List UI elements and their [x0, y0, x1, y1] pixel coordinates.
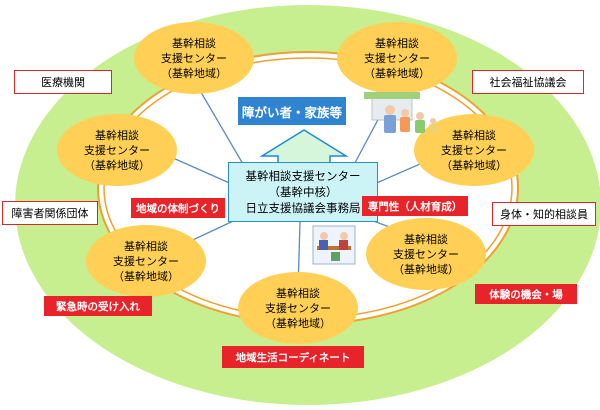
target-label: 障がい者・家族等 [238, 97, 346, 125]
function-experience: 体験の機会・場 [475, 284, 577, 304]
function-emergency: 緊急時の受け入れ [44, 296, 152, 316]
satellite-node: 基幹相談 支援センター （基幹地域） [441, 128, 507, 172]
satellite-ellipses [57, 22, 534, 344]
function-expertise: 専門性（人材育成） [362, 196, 468, 216]
partner-social-welfare: 社会福祉協議会 [472, 70, 584, 94]
satellite-ellipse [134, 22, 254, 94]
family-group-icon [364, 92, 437, 133]
satellite-node: 基幹相談 支援センター （基幹地域） [364, 36, 430, 80]
satellite-ellipse [57, 114, 177, 186]
partner-counselors: 身体・知的相談員 [492, 202, 596, 226]
satellite-ellipse [337, 22, 457, 94]
partner-disability-groups: 障害者関係団体 [2, 201, 98, 225]
function-community-system: 地域の体制づくり [131, 198, 225, 218]
satellite-ellipse [238, 272, 358, 344]
satellite-ellipse [414, 114, 534, 186]
consultation-icon [312, 225, 356, 265]
satellite-node: 基幹相談 支援センター （基幹地域） [84, 128, 150, 172]
connector-line [194, 81, 251, 177]
function-coordination: 地域生活コーディネート [222, 346, 364, 368]
satellite-node: 基幹相談 支援センター （基幹地域） [161, 36, 227, 80]
satellite-node: 基幹相談 支援センター （基幹地域） [113, 239, 179, 283]
satellite-ellipse [366, 218, 486, 290]
satellite-ellipse [86, 225, 206, 297]
partner-medical: 医療機関 [14, 70, 112, 94]
satellite-node: 基幹相談 支援センター （基幹地域） [393, 232, 459, 276]
satellite-node: 基幹相談 支援センター （基幹地域） [265, 286, 331, 330]
center-box: 基幹相談支援センター （基幹中核） 日立支援協議会事務局 [228, 162, 378, 222]
